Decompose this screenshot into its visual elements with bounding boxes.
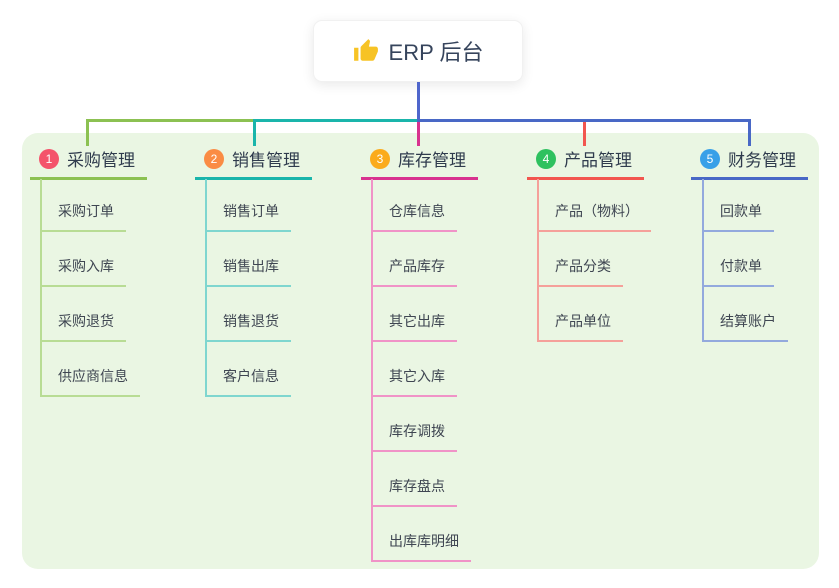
child-node[interactable]: 销售订单 <box>205 200 291 232</box>
child-node[interactable]: 仓库信息 <box>371 200 457 232</box>
child-label: 销售订单 <box>223 203 279 219</box>
thumbs-up-icon <box>353 39 378 61</box>
root-connector-line <box>417 82 420 119</box>
child-label: 仓库信息 <box>389 203 445 219</box>
branch-node-sales[interactable]: 2 销售管理 <box>195 146 312 180</box>
child-label: 产品分类 <box>555 258 611 274</box>
child-node[interactable]: 出库库明细 <box>371 530 471 562</box>
child-label: 采购退货 <box>58 313 114 329</box>
connector-line <box>254 119 417 122</box>
branch-label: 财务管理 <box>728 151 796 170</box>
branch-number-badge: 5 <box>700 148 720 169</box>
child-node[interactable]: 供应商信息 <box>40 365 140 397</box>
child-label: 回款单 <box>720 203 762 219</box>
branch-label: 采购管理 <box>67 151 135 170</box>
child-label: 销售退货 <box>223 313 279 329</box>
child-node[interactable]: 库存调拨 <box>371 420 457 452</box>
child-label: 采购订单 <box>58 203 114 219</box>
child-node[interactable]: 销售出库 <box>205 255 291 287</box>
child-label: 库存调拨 <box>389 423 445 439</box>
connector-line <box>537 179 539 340</box>
child-node[interactable]: 回款单 <box>702 200 774 232</box>
connector-line <box>40 179 42 395</box>
child-label: 结算账户 <box>720 313 776 329</box>
child-label: 供应商信息 <box>58 368 128 384</box>
child-label: 其它出库 <box>389 313 445 329</box>
child-node[interactable]: 采购订单 <box>40 200 126 232</box>
child-label: 出库库明细 <box>389 533 459 549</box>
child-node[interactable]: 销售退货 <box>205 310 291 342</box>
branch-number-badge: 2 <box>204 148 224 169</box>
connector-line <box>748 122 751 146</box>
branch-label: 产品管理 <box>564 151 632 170</box>
child-node[interactable]: 其它出库 <box>371 310 457 342</box>
connector-line <box>702 179 704 340</box>
connector-line <box>253 119 256 146</box>
child-node[interactable]: 客户信息 <box>205 365 291 397</box>
branch-label: 库存管理 <box>398 151 466 170</box>
child-label: 客户信息 <box>223 368 279 384</box>
connector-line <box>583 122 586 146</box>
branch-node-inventory[interactable]: 3 库存管理 <box>361 146 478 180</box>
child-label: 产品（物料） <box>555 203 639 219</box>
connector-line <box>417 122 420 146</box>
connector-line <box>86 119 89 146</box>
child-node[interactable]: 付款单 <box>702 255 774 287</box>
branches-panel <box>22 133 819 569</box>
connector-line <box>205 179 207 395</box>
root-node[interactable]: ERP 后台 <box>313 20 523 82</box>
child-label: 付款单 <box>720 258 762 274</box>
root-label: ERP 后台 <box>388 40 484 65</box>
branch-node-product[interactable]: 4 产品管理 <box>527 146 644 180</box>
child-label: 销售出库 <box>223 258 279 274</box>
child-node[interactable]: 采购退货 <box>40 310 126 342</box>
branch-number-badge: 1 <box>39 148 59 169</box>
child-node[interactable]: 结算账户 <box>702 310 788 342</box>
branch-label: 销售管理 <box>232 151 300 170</box>
child-label: 库存盘点 <box>389 478 445 494</box>
child-node[interactable]: 采购入库 <box>40 255 126 287</box>
child-node[interactable]: 产品库存 <box>371 255 457 287</box>
branch-number-badge: 4 <box>536 148 556 169</box>
branch-node-purchase[interactable]: 1 采购管理 <box>30 146 147 180</box>
child-label: 产品库存 <box>389 258 445 274</box>
child-label: 其它入库 <box>389 368 445 384</box>
connector-line <box>86 119 254 122</box>
child-node[interactable]: 其它入库 <box>371 365 457 397</box>
connector-line <box>371 179 373 560</box>
connector-line <box>417 119 751 122</box>
child-node[interactable]: 产品（物料） <box>537 200 651 232</box>
branch-number-badge: 3 <box>370 148 390 169</box>
child-label: 采购入库 <box>58 258 114 274</box>
child-node[interactable]: 库存盘点 <box>371 475 457 507</box>
child-node[interactable]: 产品分类 <box>537 255 623 287</box>
branch-node-finance[interactable]: 5 财务管理 <box>691 146 808 180</box>
child-node[interactable]: 产品单位 <box>537 310 623 342</box>
child-label: 产品单位 <box>555 313 611 329</box>
